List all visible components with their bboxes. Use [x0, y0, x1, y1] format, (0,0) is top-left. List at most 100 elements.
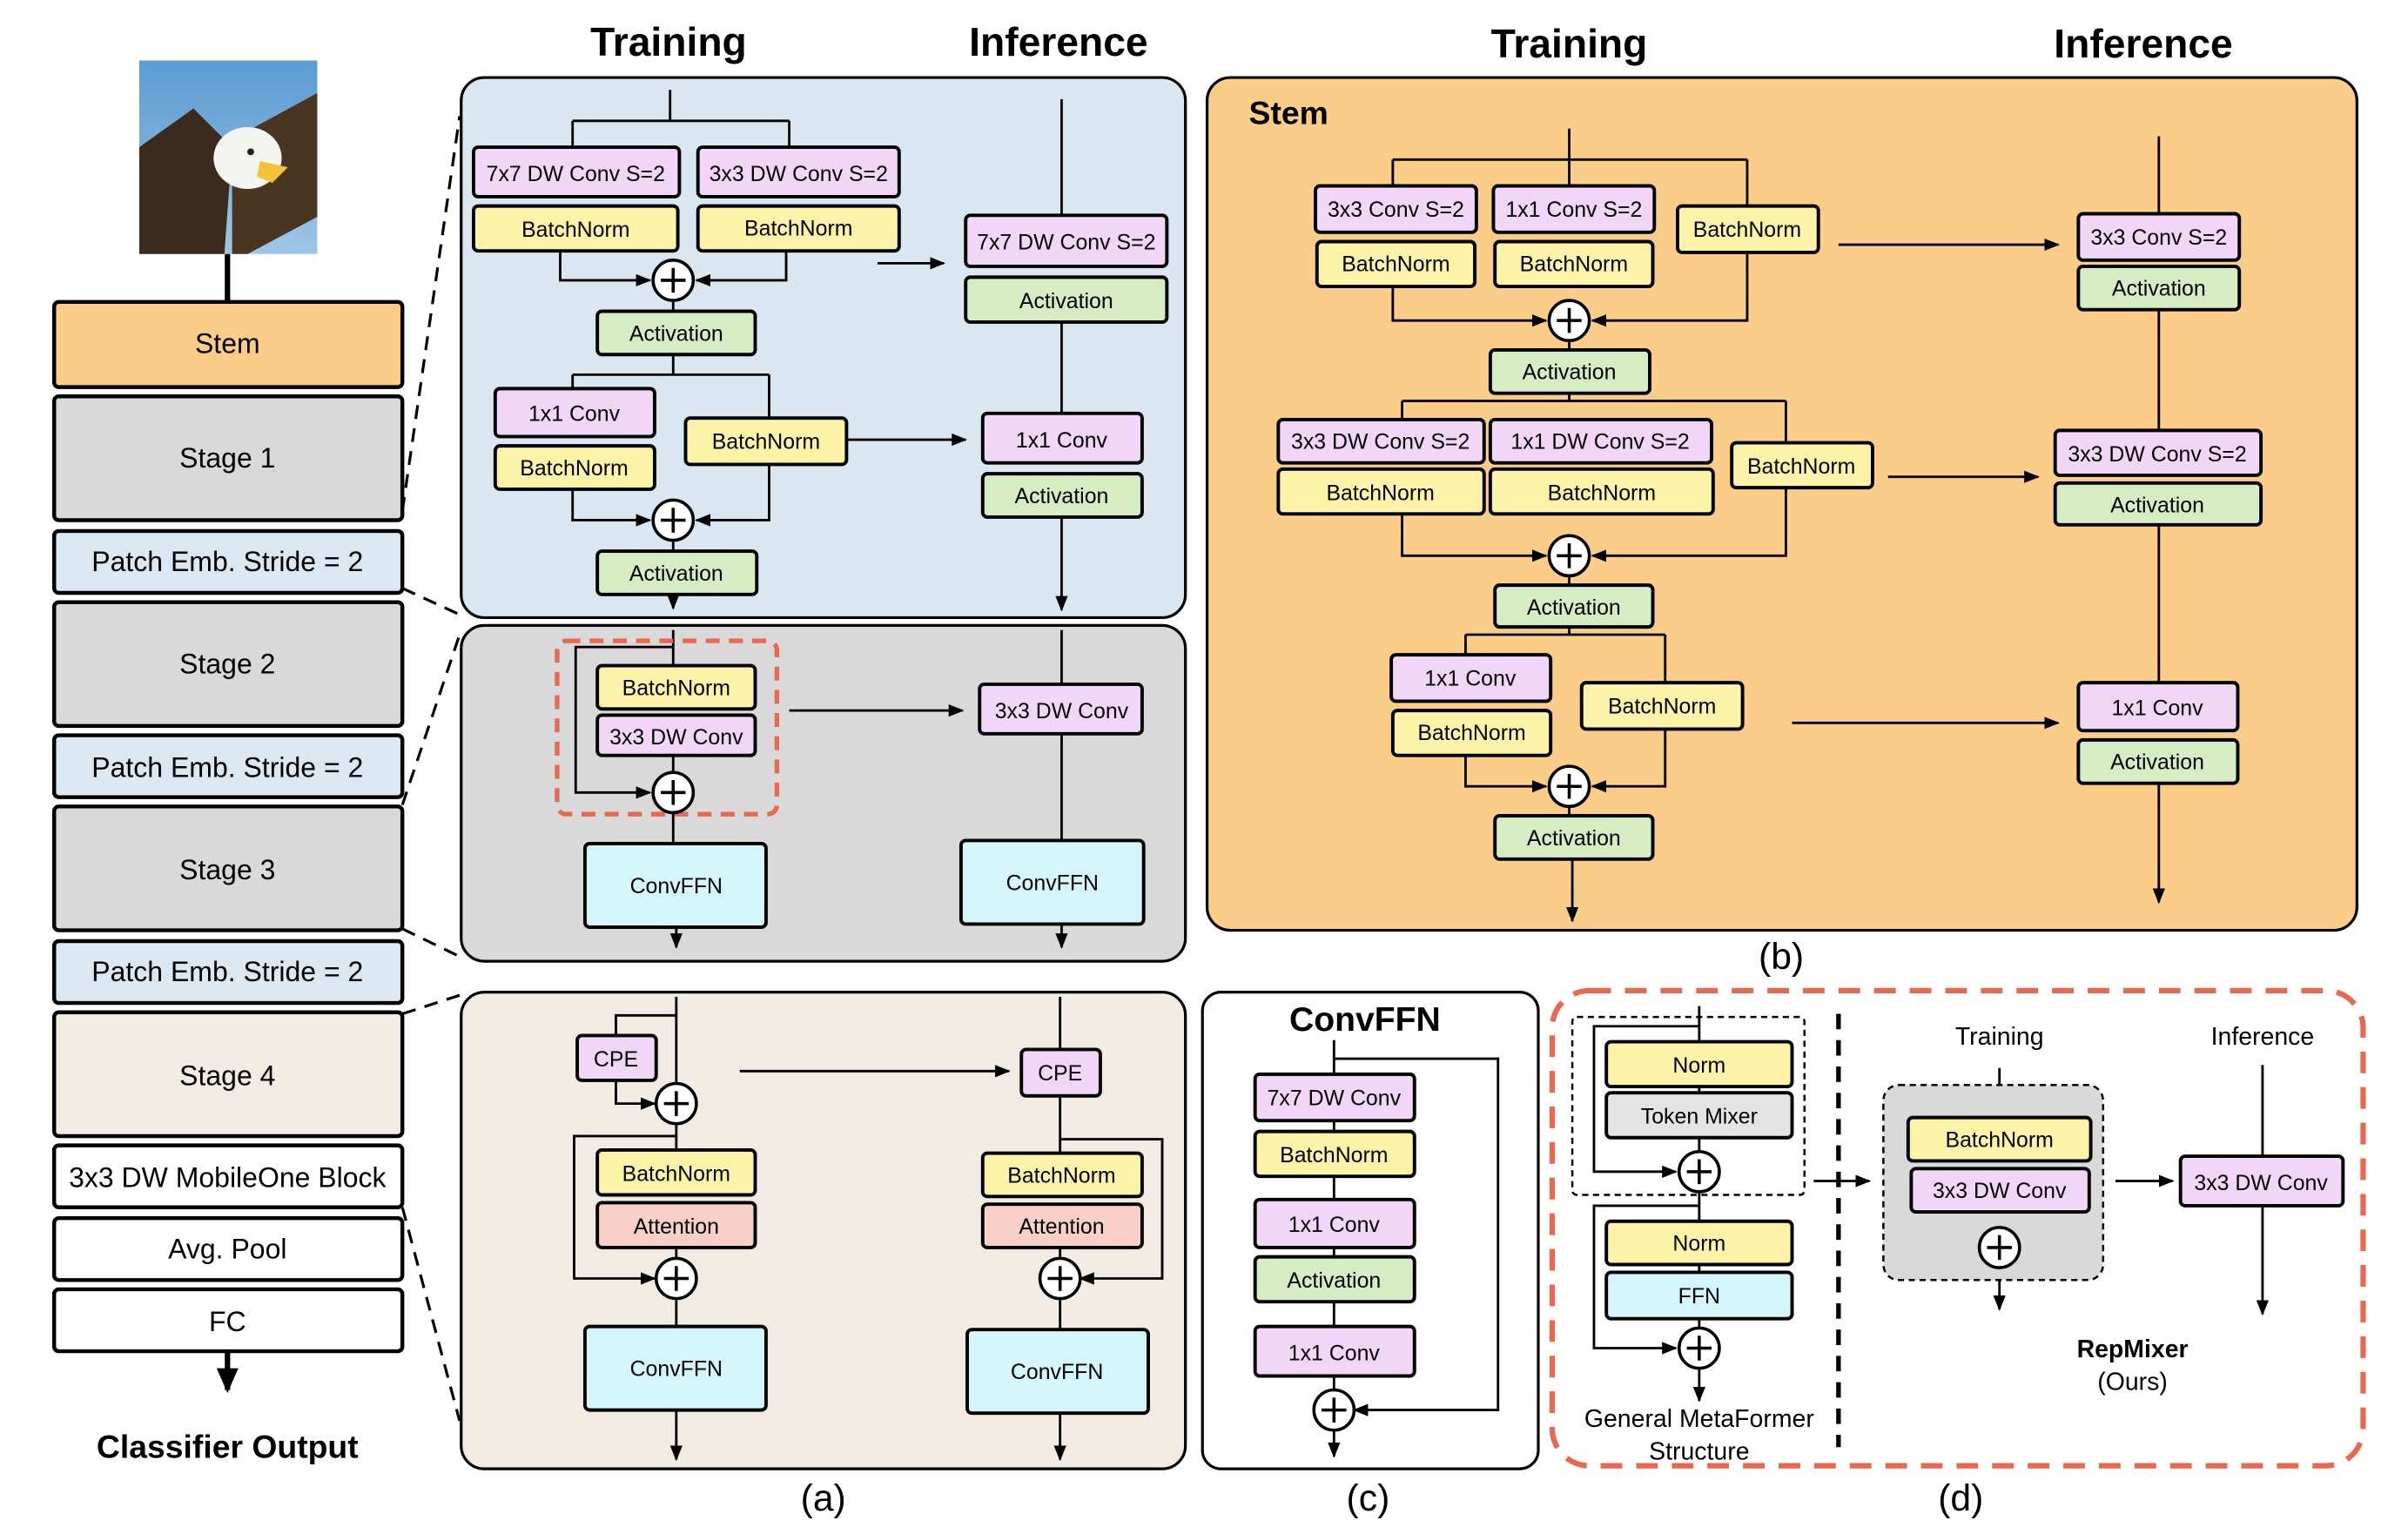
svg-text:3x3 DW Conv S=2: 3x3 DW Conv S=2 [710, 162, 888, 186]
c-1x1-conv-2: 1x1 Conv [1253, 1324, 1416, 1378]
svg-text:Avg. Pool: Avg. Pool [168, 1233, 286, 1264]
a4-train-attention: Attention [595, 1201, 757, 1249]
svg-text:Activation: Activation [2110, 750, 2204, 775]
svg-text:1x1 DW Conv S=2: 1x1 DW Conv S=2 [1510, 430, 1689, 454]
svg-text:1x1 Conv: 1x1 Conv [1288, 1342, 1381, 1366]
panel-d-box [1549, 987, 2366, 1469]
d-repmixer-bn: BatchNorm [1906, 1115, 2093, 1163]
svg-text:BatchNorm: BatchNorm [744, 216, 852, 240]
svg-text:Activation: Activation [1019, 289, 1113, 313]
metaformer-label-line2: Structure [1649, 1437, 1749, 1465]
panel-d: Norm Token Mixer Norm FFN General MetaFo… [1549, 987, 2366, 1519]
svg-text:1x1 Conv: 1x1 Conv [2111, 696, 2203, 720]
a4-infer-bn: BatchNorm [980, 1151, 1144, 1199]
a1-infer-activation-1: Activation [964, 275, 1169, 324]
svg-text:3x3 DW Conv S=2: 3x3 DW Conv S=2 [1291, 430, 1470, 454]
b-infer-activation-1: Activation [2076, 264, 2242, 312]
b-infer-1x1-conv: 1x1 Conv [2076, 681, 2240, 733]
a1-train-bn-2: BatchNorm [696, 204, 901, 253]
b-train-add-1 [1547, 299, 1591, 343]
backbone-patch-emb-3: Patch Emb. Stride = 2 [51, 939, 405, 1006]
svg-text:FC: FC [209, 1306, 246, 1337]
svg-text:CPE: CPE [594, 1047, 638, 1072]
svg-text:BatchNorm: BatchNorm [1326, 481, 1434, 505]
a1-train-1x1-conv: 1x1 Conv [493, 387, 656, 439]
svg-text:ConvFFN: ConvFFN [1011, 1360, 1103, 1384]
b-train-bn-2-skip: BatchNorm [1730, 441, 1874, 490]
a2-train-add [651, 770, 696, 815]
a2-infer-convffn: ConvFFN [958, 838, 1146, 926]
b-train-bn-3-skip: BatchNorm [1579, 681, 1745, 731]
repmixer-ours: (Ours) [2097, 1368, 2168, 1396]
svg-text:BatchNorm: BatchNorm [622, 1162, 730, 1187]
svg-text:BatchNorm: BatchNorm [1747, 454, 1855, 479]
svg-text:Activation: Activation [2110, 494, 2204, 518]
backbone-stem: Stem [51, 299, 405, 389]
a1-train-add-1 [651, 259, 696, 302]
svg-text:7x7 DW Conv S=2: 7x7 DW Conv S=2 [487, 162, 665, 186]
b-train-bn-2a: BatchNorm [1276, 467, 1486, 516]
panel-c: ConvFFN 7x7 DW Conv BatchNorm 1x1 Conv A… [1201, 991, 1540, 1519]
panel-b-caption: (b) [1759, 936, 1804, 978]
zoom-connectors [400, 116, 461, 1422]
b-infer-activation-2: Activation [2053, 481, 2263, 527]
repmixer-name: RepMixer [2077, 1336, 2189, 1363]
svg-text:BatchNorm: BatchNorm [1520, 252, 1628, 276]
repmixer-inference-label: Inference [2211, 1023, 2315, 1051]
b-train-activation-2: Activation [1493, 583, 1655, 629]
d-token-mixer: Token Mixer [1604, 1091, 1794, 1140]
d-norm-1: Norm [1604, 1039, 1794, 1089]
backbone-mobileone-block: 3x3 DW MobileOne Block [51, 1143, 405, 1209]
svg-text:ConvFFN: ConvFFN [630, 1356, 723, 1381]
a4-train-cpe: CPE [575, 1033, 658, 1082]
svg-text:ConvFFN: ConvFFN [1006, 871, 1099, 895]
input-image [138, 60, 318, 254]
svg-text:Activation: Activation [629, 321, 723, 346]
b-train-3x3-conv: 3x3 Conv S=2 [1314, 184, 1478, 234]
svg-text:BatchNorm: BatchNorm [1280, 1143, 1388, 1167]
svg-text:1x1 Conv: 1x1 Conv [1288, 1213, 1381, 1237]
c-activation: Activation [1253, 1255, 1416, 1304]
panel-b-stem-title: Stem [1249, 94, 1328, 131]
b-train-bn-1b: BatchNorm [1493, 239, 1655, 288]
svg-text:BatchNorm: BatchNorm [1007, 1163, 1115, 1188]
svg-text:Stage 3: Stage 3 [179, 854, 275, 885]
svg-text:Stem: Stem [195, 327, 260, 359]
a2-train-convffn: ConvFFN [582, 842, 768, 929]
svg-text:BatchNorm: BatchNorm [1342, 252, 1450, 276]
svg-text:1x1 Conv: 1x1 Conv [1016, 428, 1108, 453]
d-repmixer-add [1977, 1226, 2021, 1269]
a4-train-add-2 [654, 1256, 698, 1301]
svg-text:Attention: Attention [634, 1214, 719, 1239]
a4-infer-add [1038, 1256, 1082, 1301]
svg-text:Patch Emb. Stride = 2: Patch Emb. Stride = 2 [91, 752, 363, 784]
d-norm-2: Norm [1604, 1219, 1794, 1267]
b-infer-activation-3: Activation [2076, 737, 2240, 785]
svg-text:BatchNorm: BatchNorm [1548, 481, 1656, 505]
d-add-1 [1677, 1149, 1721, 1194]
b-train-1x1-dw-conv: 1x1 DW Conv S=2 [1488, 417, 1714, 465]
a1-infer-1x1-conv: 1x1 Conv [980, 411, 1144, 465]
svg-text:1x1 Conv: 1x1 Conv [528, 402, 621, 427]
svg-text:Norm: Norm [1672, 1053, 1725, 1078]
a2-infer-3x3-dw-conv: 3x3 DW Conv [978, 682, 1144, 736]
backbone-stage-4: Stage 4 [51, 1010, 405, 1139]
svg-text:3x3 DW Conv: 3x3 DW Conv [1933, 1179, 2067, 1203]
svg-text:BatchNorm: BatchNorm [1945, 1127, 2053, 1152]
svg-text:Activation: Activation [1015, 484, 1109, 508]
a4-train-add-1 [654, 1081, 698, 1126]
c-batchnorm: BatchNorm [1253, 1129, 1416, 1179]
svg-text:BatchNorm: BatchNorm [521, 218, 629, 242]
classifier-output-label: Classifier Output [97, 1429, 359, 1465]
svg-text:3x3 DW Conv: 3x3 DW Conv [995, 699, 1129, 723]
c-7x7-dw-conv: 7x7 DW Conv [1253, 1072, 1416, 1123]
panel-c-caption: (c) [1347, 1477, 1390, 1519]
panel-b-inference-header: Inference [2054, 21, 2232, 66]
panel-a: Training Inference [460, 19, 1187, 1519]
svg-text:1x1 Conv S=2: 1x1 Conv S=2 [1505, 198, 1642, 222]
a2-train-bn: BatchNorm [595, 663, 757, 711]
svg-text:Stage 2: Stage 2 [179, 648, 275, 679]
svg-text:7x7 DW Conv: 7x7 DW Conv [1268, 1086, 1402, 1110]
b-train-1x1-conv-s2: 1x1 Conv S=2 [1491, 184, 1657, 234]
